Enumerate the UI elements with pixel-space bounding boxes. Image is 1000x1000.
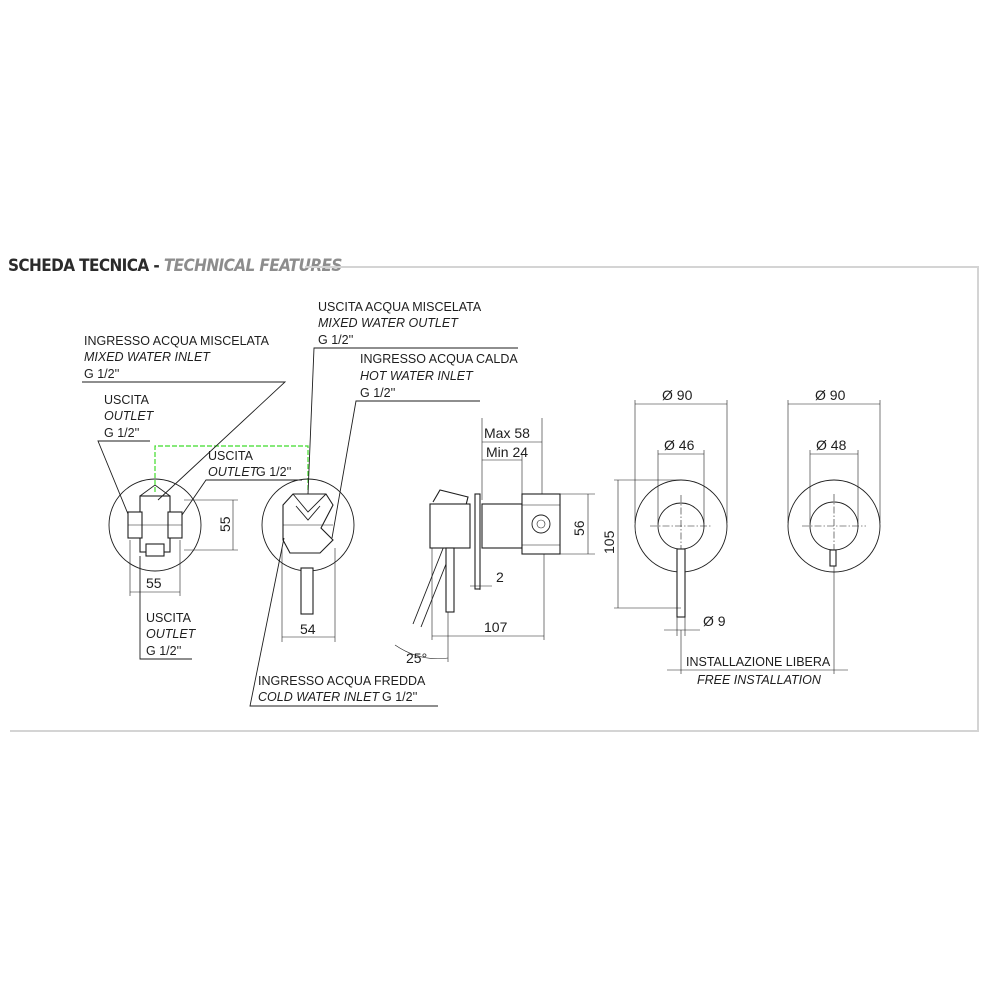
installation-en: FREE INSTALLATION (697, 673, 822, 687)
dim-min-depth: Min 24 (486, 444, 528, 460)
side-view: Max 58 Min 24 56 2 107 25° (394, 418, 595, 666)
mixed-inlet-size: G 1/2'' (84, 367, 119, 381)
outlet-mid-en: OUTLET (208, 465, 259, 479)
front-view-lever: Ø 90 Ø 46 105 Ø 9 (601, 387, 728, 636)
dim-plate-diameter-b: Ø 90 (815, 387, 846, 403)
mixed-inlet-it: INGRESSO ACQUA MISCELATA (84, 334, 270, 348)
lever-rotated (432, 489, 469, 506)
front-view-plate: Ø 90 Ø 48 (667, 387, 881, 674)
handle-body (429, 503, 471, 549)
outlet-left-size: G 1/2'' (104, 426, 139, 440)
outlet-mid-it: USCITA (208, 449, 254, 463)
valve-body-side (521, 493, 561, 555)
dim-lever-diameter: Ø 9 (703, 613, 726, 629)
outlet-bottom-size: G 1/2'' (146, 644, 181, 658)
dim-plate-diameter-a: Ø 90 (662, 387, 693, 403)
front-lever (676, 548, 686, 618)
dim-body-height: 55 (217, 516, 233, 532)
cold-inlet-en: COLD WATER INLET (258, 690, 380, 704)
handle-lever (445, 547, 455, 613)
dim-plate-thickness: 2 (496, 569, 504, 585)
dim-plate-height: 105 (601, 530, 617, 554)
valve-body-view: 54 (261, 478, 355, 642)
mixed-inlet-en: MIXED WATER INLET (84, 350, 211, 364)
dim-body-width: 55 (146, 575, 162, 591)
body-back-view: 55 55 (108, 445, 309, 596)
dim-max-depth: Max 58 (484, 425, 530, 441)
body-core (139, 495, 171, 553)
hot-inlet-en: HOT WATER INLET (360, 369, 474, 383)
hot-inlet-it: INGRESSO ACQUA CALDA (360, 352, 518, 366)
dim-inner-diameter-a: Ø 46 (664, 437, 695, 453)
dim-stem-width: 54 (300, 621, 316, 637)
valve-body (282, 493, 334, 554)
outlet-mid-size: G 1/2'' (256, 465, 291, 479)
hot-inlet-size: G 1/2'' (360, 386, 395, 400)
outlet-bottom-en: OUTLET (146, 627, 197, 641)
mixed-outlet-size: G 1/2'' (318, 333, 353, 347)
title-english: TECHNICAL FEATURES (163, 256, 343, 276)
drawing-frame (10, 266, 979, 732)
dim-angle: 25° (406, 650, 427, 666)
outlet-left-it: USCITA (104, 393, 150, 407)
installation-it: INSTALLAZIONE LIBERA (686, 655, 831, 669)
wall-plate (474, 493, 481, 590)
title-italian: SCHEDA TECNICA (8, 256, 149, 276)
outlet-bottom-it: USCITA (146, 611, 192, 625)
cold-inlet-size: G 1/2'' (382, 690, 417, 704)
cold-inlet-it: INGRESSO ACQUA FREDDA (258, 674, 426, 688)
body-outline-circle (108, 478, 202, 572)
outlet-left-en: OUTLET (104, 409, 155, 423)
title-separator: - (153, 256, 160, 276)
dim-total-depth: 107 (484, 619, 508, 635)
dim-inner-diameter-b: Ø 48 (816, 437, 847, 453)
connection-line (154, 445, 309, 492)
mixed-outlet-it: USCITA ACQUA MISCELATA (318, 300, 482, 314)
dim-side-height: 56 (571, 520, 587, 536)
sheet-title: SCHEDA TECNICA - TECHNICAL FEATURES (8, 256, 342, 276)
valve-stem (300, 567, 314, 615)
mixed-outlet-en: MIXED WATER OUTLET (318, 316, 459, 330)
